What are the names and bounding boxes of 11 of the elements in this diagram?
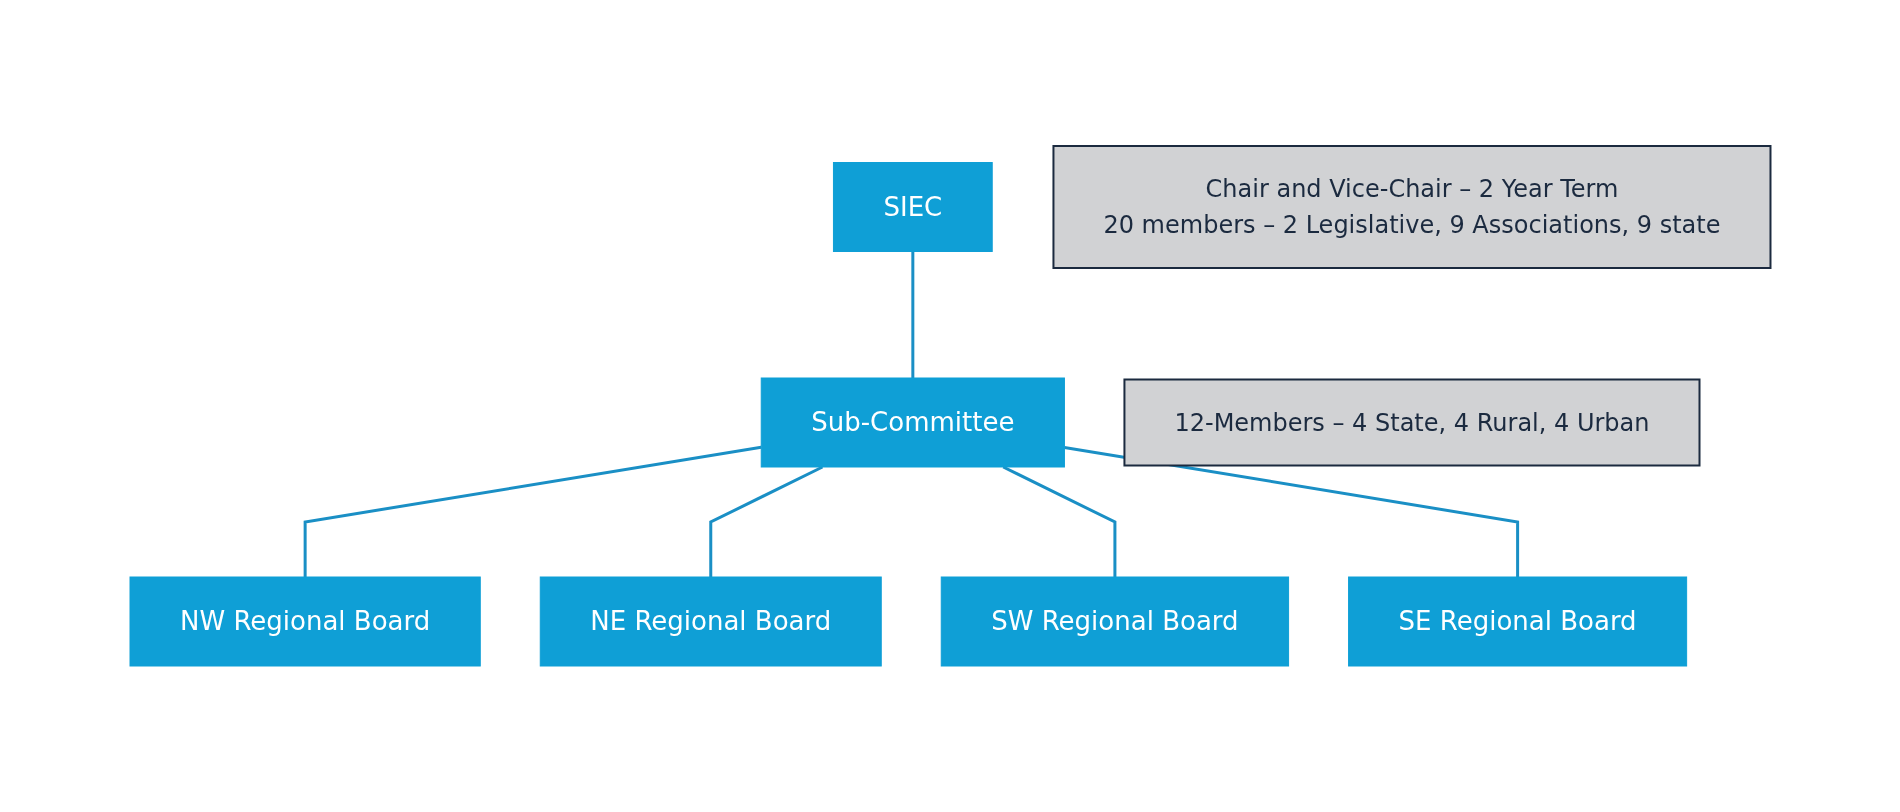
connector xyxy=(1063,445,1519,577)
node-box: 12-Members – 4 State, 4 Rural, 4 Urban xyxy=(1123,378,1701,467)
node-box: NW Regional Board xyxy=(129,576,481,667)
connector xyxy=(303,445,762,577)
node-box: Chair and Vice-Chair – 2 Year Term 20 members – 2 Legislative, 9 Associations, 9 state xyxy=(1052,145,1772,269)
node-box: NE Regional Board xyxy=(539,576,882,667)
node-box: SW Regional Board xyxy=(940,576,1289,667)
node-box: SE Regional Board xyxy=(1347,576,1687,667)
connector xyxy=(911,251,915,378)
node-box: SIEC xyxy=(832,162,993,252)
node-box: Sub-Committee xyxy=(760,377,1065,468)
